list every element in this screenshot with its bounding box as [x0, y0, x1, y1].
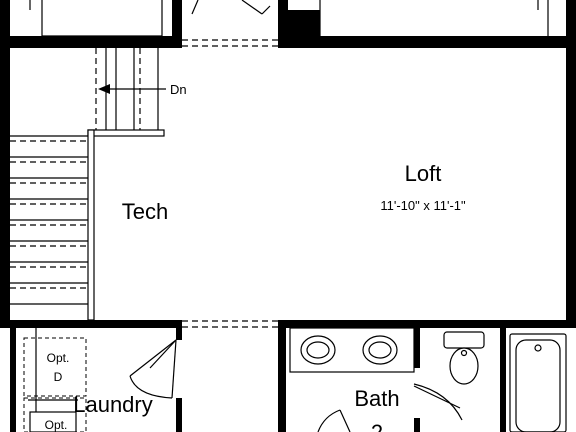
- arrowhead-icon: [98, 84, 110, 94]
- opt-d-label-line1: Opt.: [47, 351, 70, 365]
- stairs: [10, 48, 166, 321]
- toilet-tank-icon: [443, 331, 485, 349]
- opt-lower-label: Opt.: [45, 418, 68, 432]
- opt-d-label-line2: D: [54, 370, 63, 384]
- lower-walls: [0, 320, 576, 432]
- loft-room-dimensions: 11'-10" x 11'-1": [380, 198, 466, 213]
- sink-right-icon: [362, 335, 398, 365]
- bathtub-icon: [509, 333, 567, 432]
- laundry-area: [23, 328, 177, 432]
- laundry-room-name: Laundry: [73, 392, 153, 417]
- sink-left-icon: [300, 335, 336, 365]
- stairs-direction-label: Dn: [170, 82, 187, 97]
- upper-rooms: [0, 0, 576, 48]
- loft-walls: [0, 48, 576, 320]
- tech-room-name: Tech: [122, 199, 168, 224]
- bath-2-fixtures: [289, 327, 567, 432]
- loft-room-name: Loft: [405, 161, 442, 186]
- bath-room-name: Bath: [354, 386, 399, 411]
- bath-room-number: 2: [371, 420, 383, 432]
- toilet-bowl-icon: [449, 347, 479, 385]
